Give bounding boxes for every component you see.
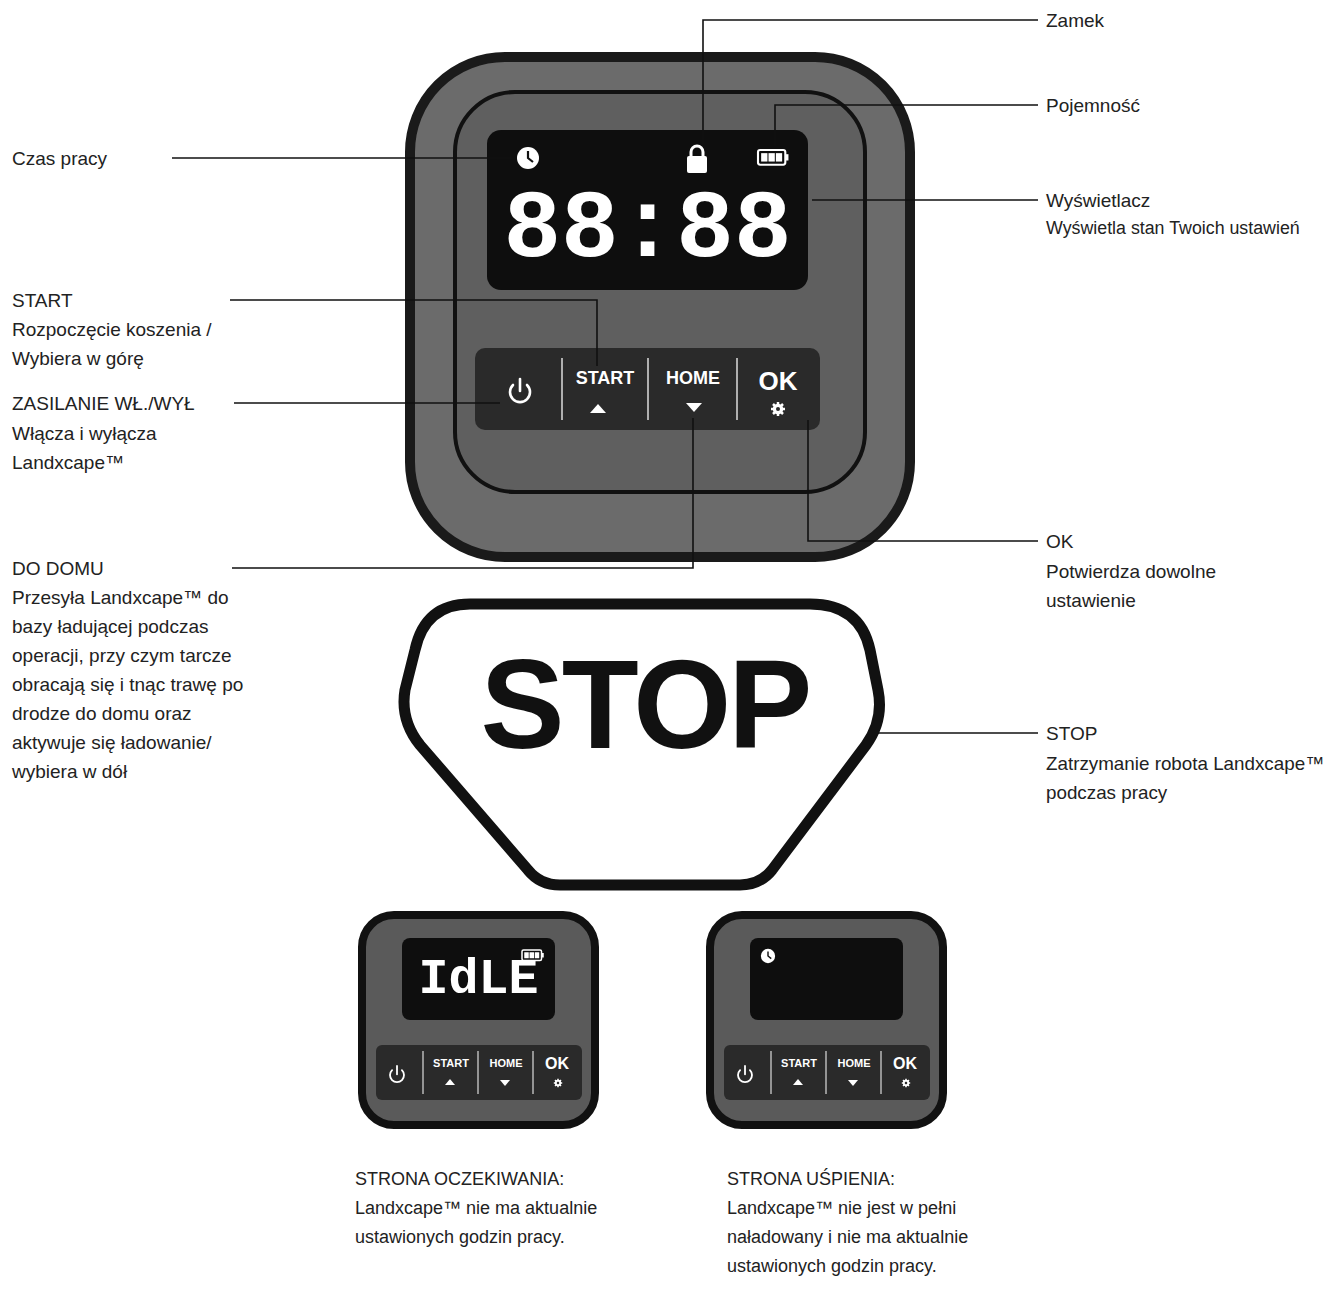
button-text: 88:88 — [503, 183, 791, 279]
caption-text: STRONA OCZEKIWANIA: — [355, 1165, 564, 1194]
button-text: IdLE — [418, 955, 538, 1005]
callout-label: Wyświetlacz — [1046, 186, 1150, 215]
home-button: HOME — [650, 362, 736, 394]
ok-button: OK — [740, 364, 816, 398]
idle-display: IdLE — [404, 944, 553, 1016]
callout-label: Potwierdza dowolne ustawienie — [1046, 557, 1246, 615]
button-text: OK — [893, 1056, 917, 1072]
callout-label: STOP — [1046, 719, 1097, 748]
ok-button: OK — [534, 1052, 580, 1076]
callout-label: DO DOMU — [12, 554, 104, 583]
callout-label: Pojemność — [1046, 91, 1140, 120]
callout-label: Zatrzymanie robota Landxcape™ podczas pr… — [1046, 749, 1338, 807]
caption-text: STRONA UŚPIENIA: — [727, 1165, 895, 1194]
home-button: HOME — [479, 1052, 533, 1074]
home-button: HOME — [827, 1052, 881, 1074]
start-button: START — [564, 362, 646, 394]
button-text: START — [576, 369, 635, 387]
callout-label: Włącza i wyłącza Landxcape™ — [12, 419, 177, 477]
callout-label: Przesyła Landxcape™ do bazy ładującej po… — [12, 583, 244, 786]
button-text: START — [781, 1058, 817, 1069]
callout-label: Rozpoczęcie koszenia / Wybiera w górę — [12, 315, 212, 373]
button-text: HOME — [838, 1058, 871, 1069]
display-digits: 88:88 — [492, 178, 803, 283]
ok-button: OK — [882, 1052, 928, 1076]
stop-button: STOP — [430, 630, 860, 780]
button-text: OK — [759, 368, 798, 394]
button-text: HOME — [666, 369, 720, 387]
callout-label: ZASILANIE WŁ./WYŁ — [12, 389, 195, 418]
start-button: START — [424, 1052, 478, 1074]
button-text: OK — [545, 1056, 569, 1072]
caption-text: Landxcape™ nie ma aktualnie ustawionych … — [355, 1194, 645, 1252]
callout-label: START — [12, 286, 73, 315]
start-button: START — [772, 1052, 826, 1074]
button-text: HOME — [490, 1058, 523, 1069]
caption-text: Landxcape™ nie jest w pełni naładowany i… — [727, 1194, 1027, 1281]
callout-label: Czas pracy — [12, 144, 107, 173]
callout-label: Wyświetla stan Twoich ustawień — [1046, 214, 1338, 243]
callout-label: Zamek — [1046, 6, 1104, 35]
callout-label: OK — [1046, 527, 1073, 556]
button-text: STOP — [481, 642, 810, 768]
button-text: START — [433, 1058, 469, 1069]
